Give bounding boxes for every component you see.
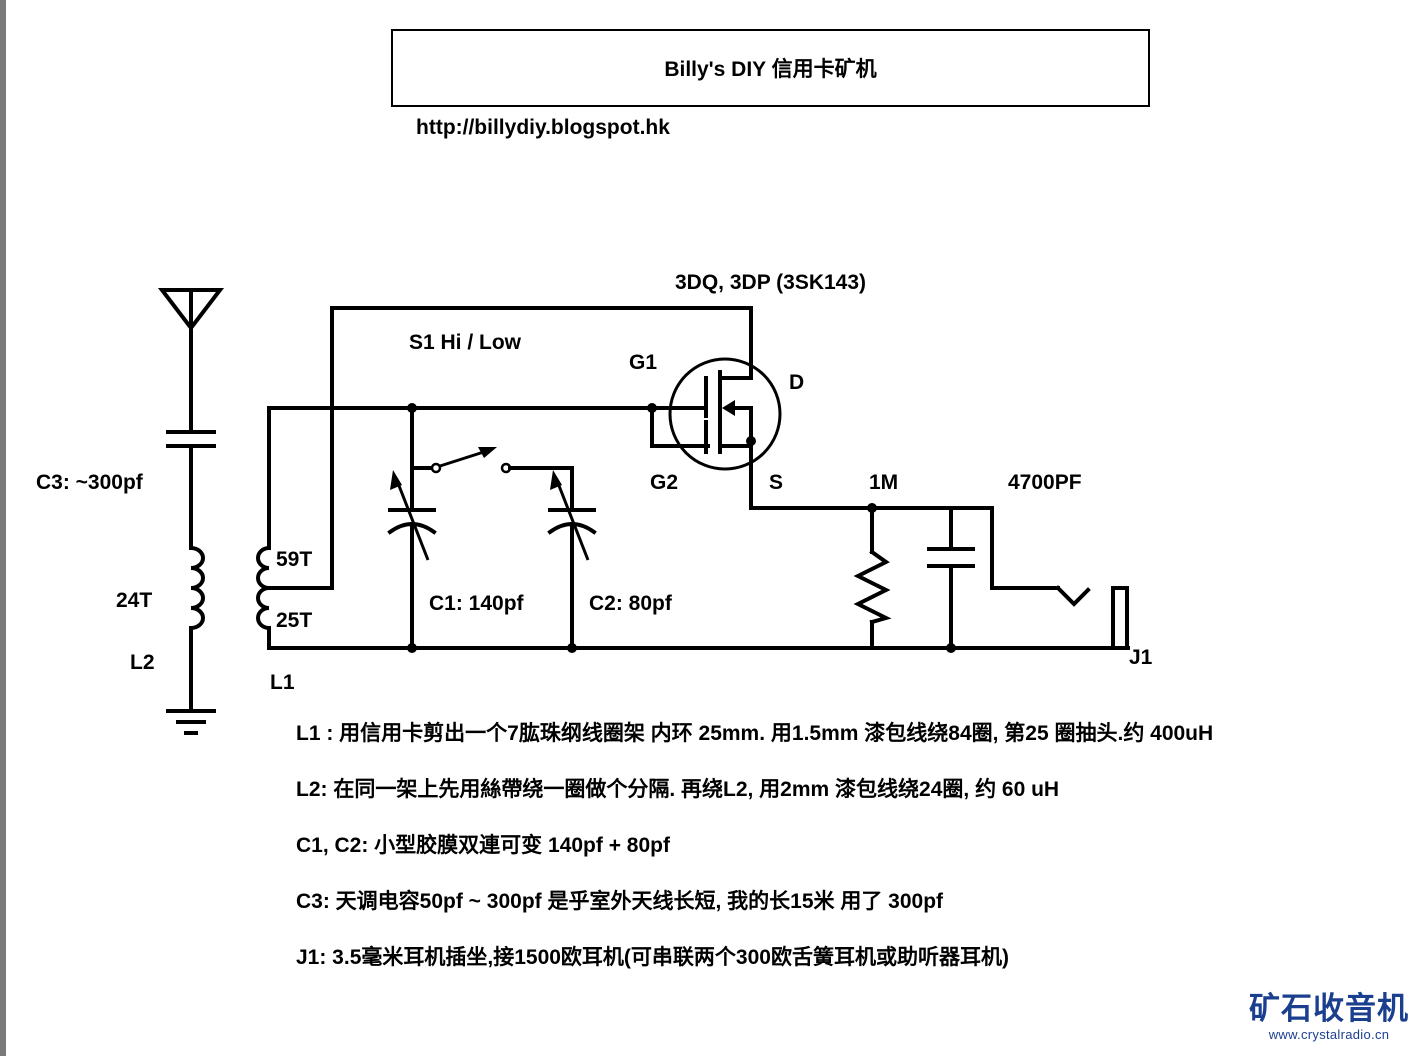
capacitor-4700pf-label: 4700PF	[1008, 471, 1082, 494]
pin-d-label: D	[789, 371, 804, 394]
watermark-logo: 矿石收音机 www.crystalradio.cn	[1244, 992, 1414, 1044]
title-box: Billy's DIY 信用卡矿机	[391, 29, 1150, 107]
switch-s1	[410, 447, 574, 512]
variable-capacitor-c2	[547, 470, 597, 650]
headphone-jack-j1	[1055, 585, 1129, 650]
jack-label: J1	[1129, 646, 1153, 669]
wire-source	[749, 506, 1060, 590]
capacitor-4700pf	[927, 506, 975, 650]
build-notes: L1 : 用信用卡剪出一个7肱珠纲线圈架 内环 25mm. 用1.5mm 漆包线…	[296, 720, 1213, 1000]
watermark-name: 矿石收音机	[1249, 991, 1409, 1026]
l2-turns-label: 24T	[116, 589, 152, 612]
inductor-l2	[188, 545, 205, 712]
page-title: Billy's DIY 信用卡矿机	[664, 58, 877, 81]
note-c1-c2: C1, C2: 小型胶膜双連可变 140pf + 80pf	[296, 834, 670, 857]
junction-dots	[407, 403, 956, 653]
transistor-label: 3DQ, 3DP (3SK143)	[675, 271, 866, 294]
watermark-url: www.crystalradio.cn	[1268, 1027, 1390, 1042]
note-l1: L1 : 用信用卡剪出一个7肱珠纲线圈架 内环 25mm. 用1.5mm 漆包线…	[296, 722, 1214, 745]
window-edge	[0, 0, 6, 1056]
note-l2: L2: 在同一架上先用絲帶绕一圈做个分隔. 再绕L2, 用2mm 漆包线绕24圈…	[296, 778, 1060, 801]
l2-label: L2	[130, 651, 155, 674]
resistor-label: 1M	[869, 471, 898, 494]
l1-tap-upper-label: 59T	[276, 548, 312, 571]
blog-url[interactable]: http://billydiy.blogspot.hk	[416, 116, 670, 139]
pin-s-label: S	[769, 471, 783, 494]
capacitor-c3	[166, 430, 216, 550]
switch-label: S1 Hi / Low	[409, 331, 522, 354]
mosfet-q1	[650, 357, 782, 510]
ground-icon	[166, 709, 216, 735]
l1-label: L1	[270, 671, 295, 694]
c3-label: C3: ~300pf	[36, 471, 144, 494]
note-c3: C3: 天调电容50pf ~ 300pf 是乎室外天线长短, 我的长15米 用了…	[296, 890, 944, 913]
resistor-1m	[853, 506, 892, 650]
pin-g2-label: G2	[650, 471, 678, 494]
c2-label: C2: 80pf	[589, 592, 673, 615]
c1-label: C1: 140pf	[429, 592, 525, 615]
note-j1: J1: 3.5毫米耳机插坐,接1500欧耳机(可串联两个300欧舌簧耳机或助听器…	[296, 946, 1009, 969]
variable-capacitor-c1	[387, 406, 437, 650]
antenna-icon	[157, 288, 225, 434]
pin-g1-label: G1	[629, 351, 657, 374]
l1-tap-lower-label: 25T	[276, 609, 312, 632]
